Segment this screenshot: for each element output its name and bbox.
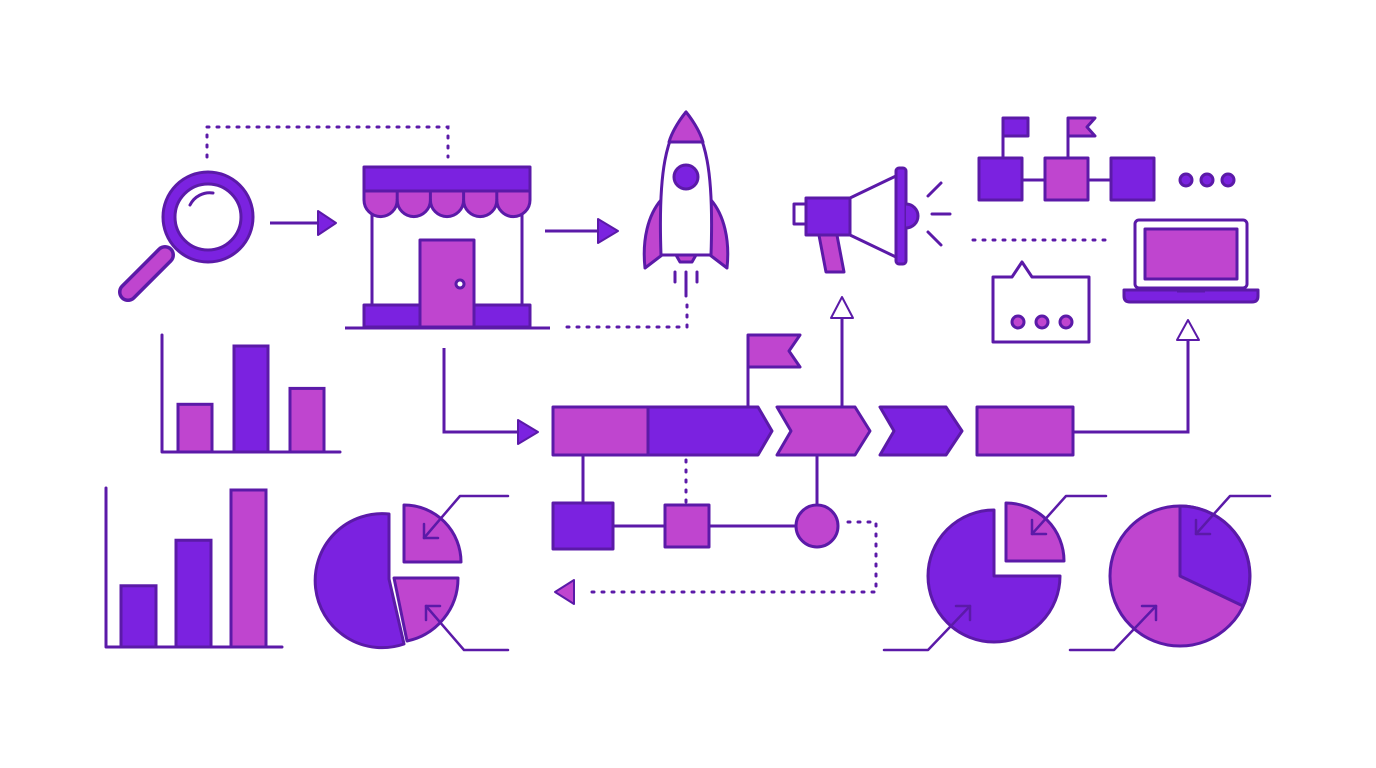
timeline	[551, 333, 1075, 551]
timeline-chevron-2	[878, 405, 964, 457]
dotted-return-loop	[590, 520, 878, 594]
magnifier-icon	[118, 170, 255, 302]
small-chart-bar-1	[176, 402, 214, 454]
org-chart-icon	[977, 116, 1236, 202]
pie-chart-icon	[882, 494, 1108, 652]
pie-2-main-slice	[926, 508, 1062, 644]
arrowhead-right-2	[597, 218, 619, 244]
chat-bubble-icon	[991, 260, 1091, 344]
bar-chart-icon	[160, 333, 342, 454]
rocket-icon	[642, 110, 730, 298]
arrowhead-up-1	[830, 296, 854, 319]
arrowhead-left-return	[554, 579, 575, 605]
small-chart-bar-3	[288, 386, 326, 454]
flag-icon	[746, 333, 802, 369]
process-node-square-1	[551, 501, 615, 551]
timeline-segment-1	[551, 405, 650, 457]
process-node-square-2	[663, 503, 711, 549]
arrowhead-right-3	[517, 419, 539, 445]
pie-chart-icon	[1068, 494, 1272, 652]
arrowhead-up-2	[1176, 319, 1200, 341]
large-chart-bar-2	[174, 538, 213, 649]
arrow-store-to-timeline	[442, 348, 518, 434]
arrowheads	[317, 210, 1200, 605]
laptop-icon	[1122, 218, 1260, 304]
pie-1-exploded-slice	[402, 503, 463, 564]
dotted-connector-store-to-rocket	[565, 298, 689, 329]
megaphone-icon	[792, 166, 952, 274]
timeline-segment-3	[975, 405, 1075, 457]
pie-chart-icon	[313, 494, 510, 652]
arrow-timeline-to-laptop	[1073, 340, 1190, 434]
connectors	[205, 125, 1190, 594]
small-chart-bar-2	[232, 344, 270, 454]
arrowhead-right-1	[317, 210, 337, 236]
large-chart-bar-3	[229, 488, 268, 649]
large-chart-bar-1	[119, 584, 158, 649]
process-node-circle	[794, 503, 840, 549]
timeline-chevron-1	[775, 405, 872, 457]
bar-chart-icon	[104, 486, 284, 649]
pie-1-main-slice	[313, 512, 406, 650]
storefront-icon	[345, 165, 550, 330]
dotted-connector-search-to-store	[205, 125, 450, 159]
timeline-segment-2	[646, 405, 774, 457]
